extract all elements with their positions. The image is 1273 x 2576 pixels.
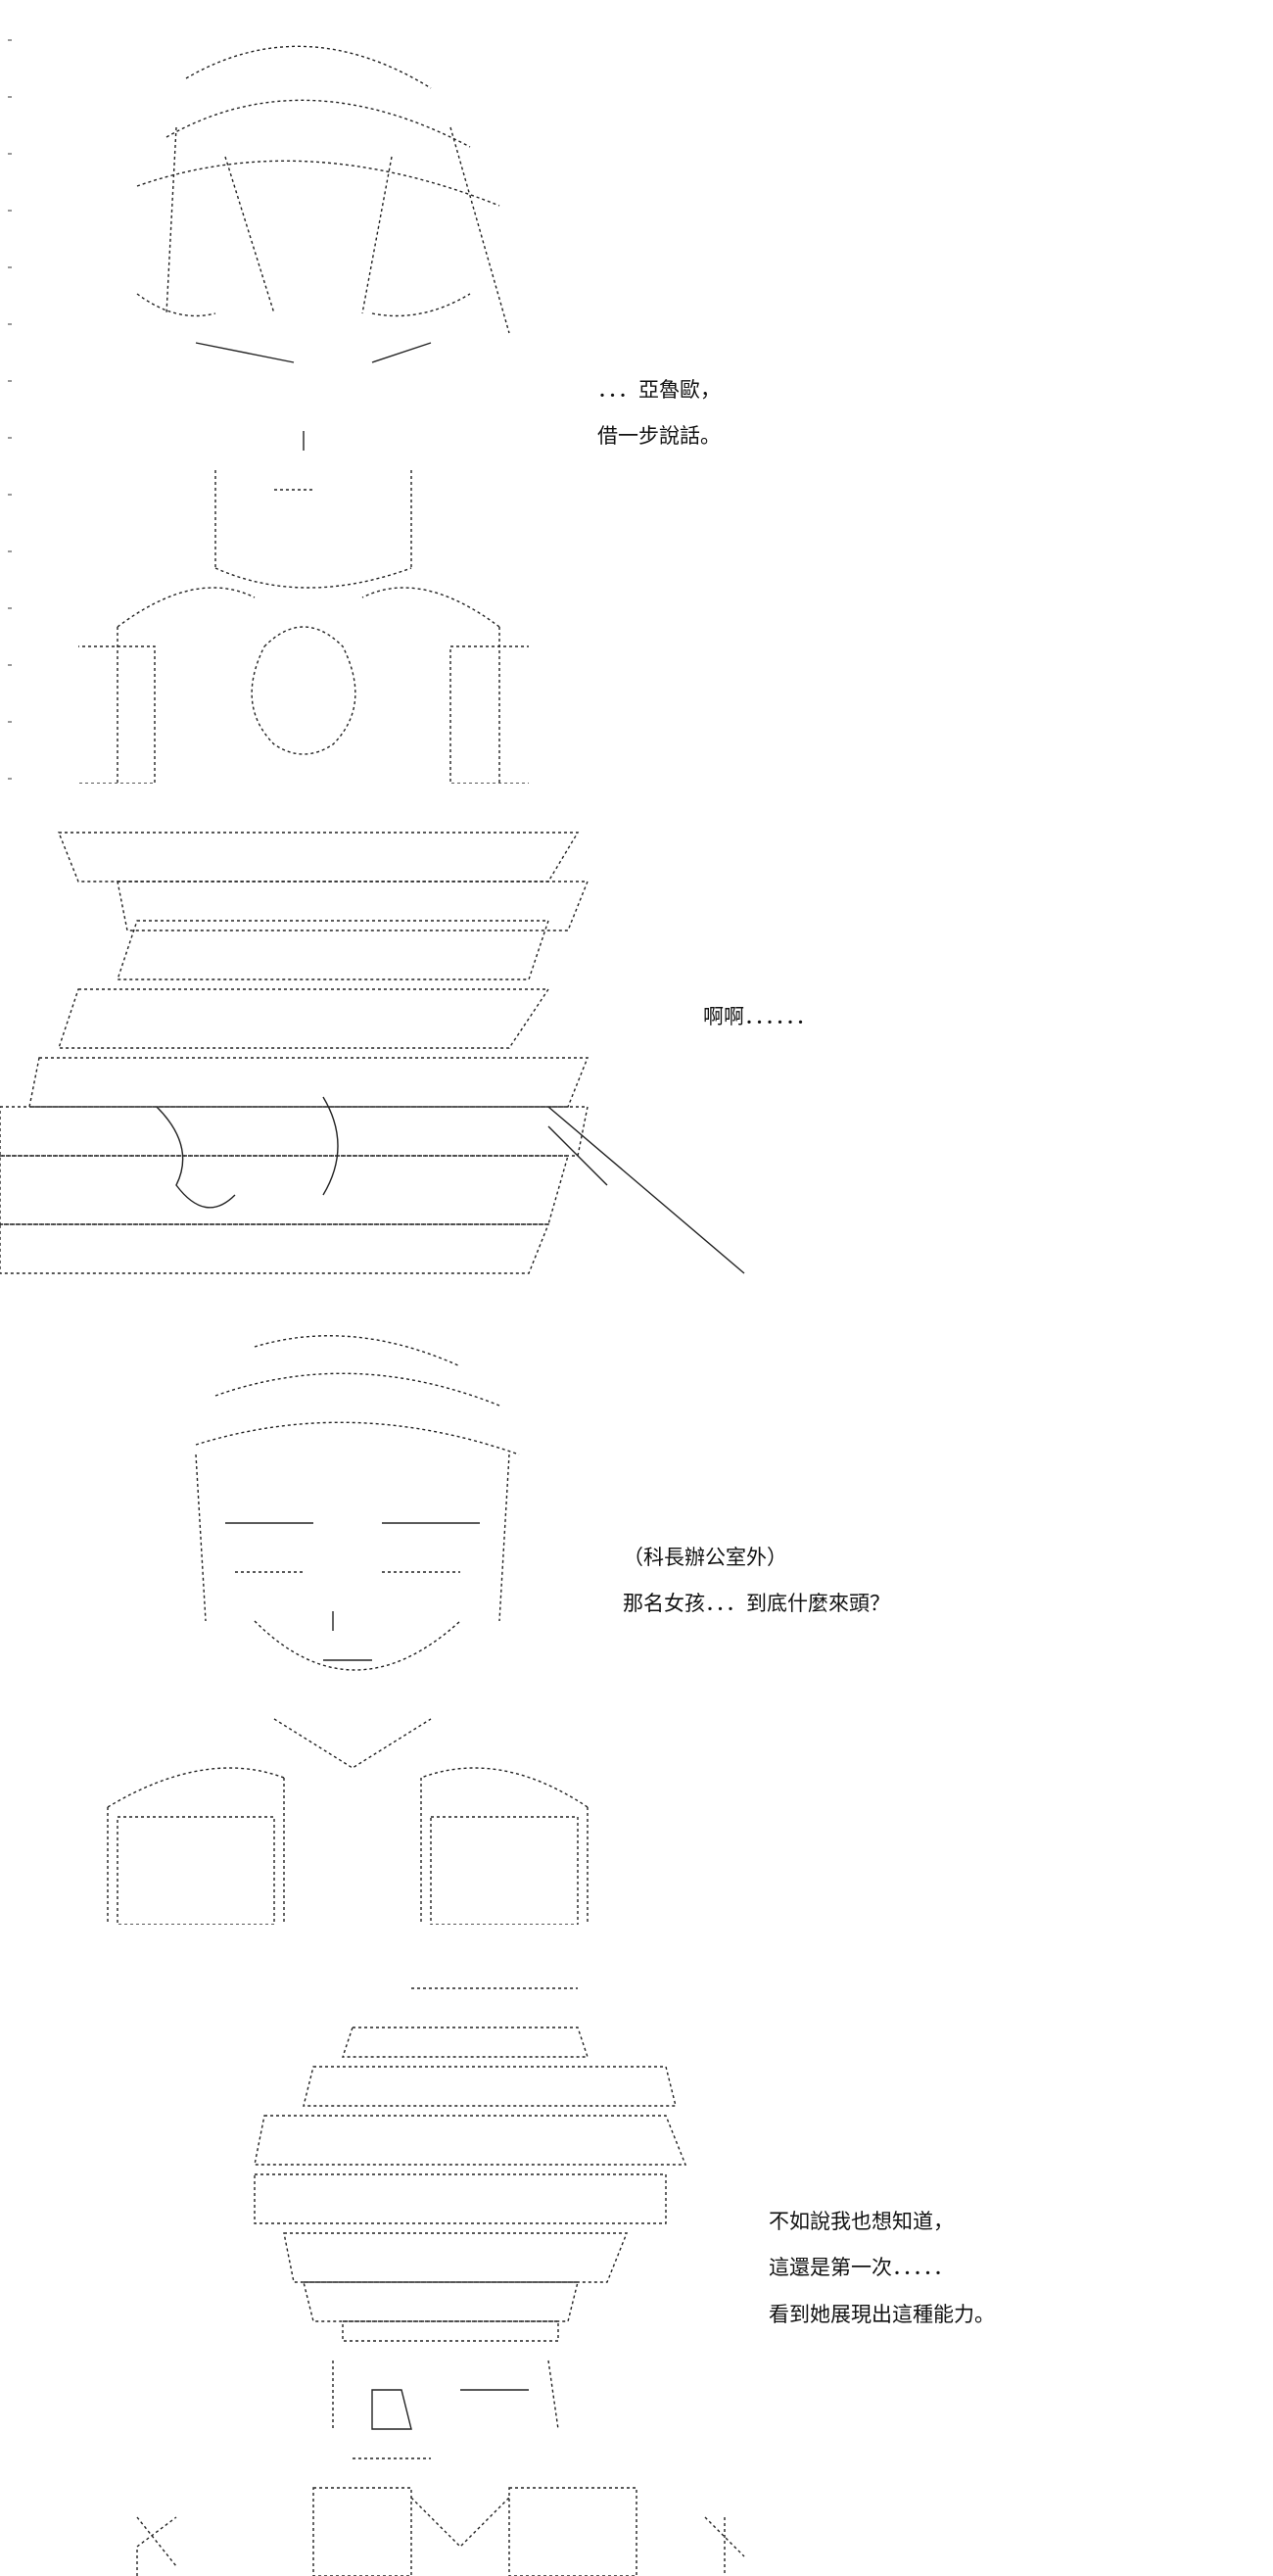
- margin-dots: [8, 39, 12, 784]
- panel-3: （科長辦公室外） 那名女孩．．．到底什麼來頭？: [0, 1317, 1273, 1925]
- dialogue-bubble-1: ．．．亞魯歐， 借一步說話。: [597, 377, 721, 451]
- dialogue-line: 看到她展現出這種能力。: [769, 2302, 995, 2326]
- character-art-short-hair-boy: [88, 1327, 617, 1925]
- dialogue-line: 啊啊．．．．．．: [703, 1005, 817, 1028]
- dialogue-bubble-3: （科長辦公室外） 那名女孩．．．到底什麼來頭？: [623, 1545, 890, 1618]
- dialogue-line: 那名女孩．．．到底什麼來頭？: [623, 1592, 890, 1616]
- dialogue-bubble-4: 不如說我也想知道， 這還是第一次．．．．． 看到她展現出這種能力。: [769, 2209, 995, 2328]
- character-art-long-hair-girl: [78, 20, 529, 784]
- panel-4: 不如說我也想知道， 這還是第一次．．．．． 看到她展現出這種能力。: [0, 1959, 1273, 2576]
- dialogue-line: ．．．亞魯歐，: [597, 378, 721, 402]
- dialogue-line: 不如說我也想知道，: [769, 2210, 954, 2233]
- dialogue-line: 借一步說話。: [597, 424, 721, 449]
- dialogue-bubble-2: 啊啊．．．．．．: [703, 1004, 817, 1030]
- dialogue-line: 這還是第一次．．．．．: [769, 2256, 954, 2280]
- dialogue-line: （科長辦公室外）: [623, 1546, 787, 1569]
- character-art-girl-with-glasses: [118, 1969, 764, 2576]
- panel-2: 啊啊．．．．．．: [0, 803, 1273, 1283]
- character-art-shadowed-face: [0, 813, 764, 1283]
- panel-1: ．．．亞魯歐， 借一步說話。: [0, 0, 1273, 784]
